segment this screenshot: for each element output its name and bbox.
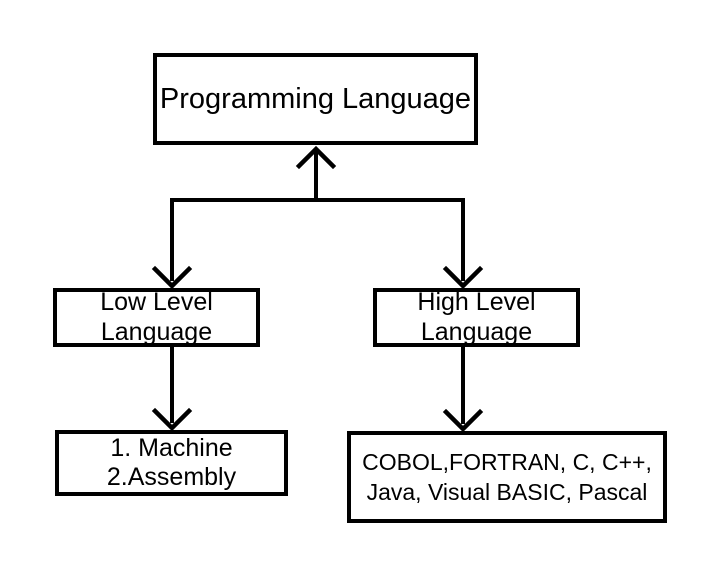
branch-junction-line — [170, 198, 465, 281]
node-machine-assembly-line2: 2.Assembly — [106, 463, 237, 491]
node-high-level-language-line1: High Level — [417, 288, 536, 316]
node-machine-assembly-line1: 1. Machine — [110, 433, 233, 462]
node-low-level-language: Low Level Language — [53, 288, 260, 347]
node-high-level-examples-line2: Java, Visual BASIC, Pascal — [366, 479, 648, 505]
node-high-level-language-line2: Language — [420, 317, 533, 346]
node-high-level-examples: COBOL,FORTRAN, C, C++, Java, Visual BASI… — [347, 431, 667, 523]
node-low-level-language-line1: Low Level — [100, 288, 213, 316]
node-programming-language-label: Programming Language — [159, 82, 472, 115]
arrow-up-to-root-head — [295, 145, 337, 170]
arrow-down-to-low-level-head — [151, 265, 193, 290]
node-low-level-language-line2: Language — [100, 317, 213, 346]
arrow-low-level-to-types-head — [151, 407, 193, 432]
node-programming-language: Programming Language — [153, 53, 478, 145]
node-high-level-language: High Level Language — [373, 288, 580, 347]
arrow-down-to-high-level-head — [442, 265, 484, 290]
arrow-high-level-to-examples-head — [442, 408, 484, 433]
node-high-level-examples-line1: COBOL,FORTRAN, C, C++, — [362, 448, 652, 475]
node-machine-assembly: 1. Machine 2.Assembly — [55, 430, 288, 496]
